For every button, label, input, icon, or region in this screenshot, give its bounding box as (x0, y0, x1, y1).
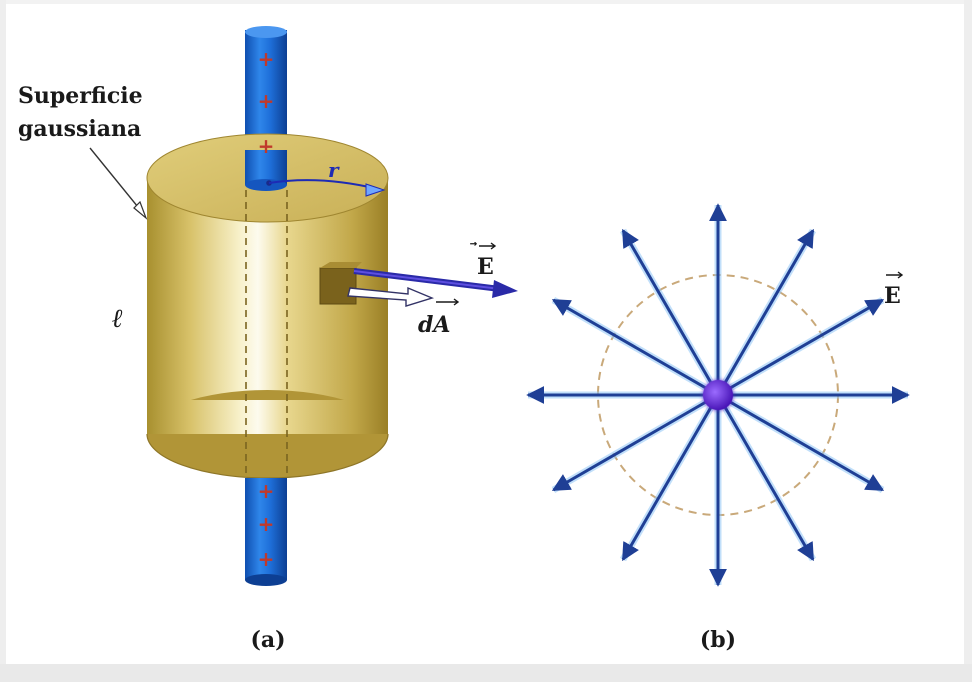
field-line (717, 298, 885, 397)
charge-plus: + (258, 479, 275, 503)
frame-top (0, 0, 972, 4)
charge-plus: + (258, 134, 275, 158)
charged-rod-bottom (245, 478, 287, 586)
frame-right (964, 0, 972, 682)
field-e-label-b: E (884, 283, 901, 309)
charge-plus: + (258, 512, 275, 536)
field-line (621, 228, 720, 396)
caption-b: (b) (700, 627, 736, 653)
field-e-label-a: E (477, 254, 494, 280)
panel-b: E (b) (526, 203, 910, 653)
radius-arrow: r (266, 158, 386, 197)
field-line (551, 393, 719, 492)
surface-label-line2: gaussiana (18, 116, 141, 142)
field-line (621, 394, 720, 562)
charge-plus: + (258, 47, 275, 71)
area-vector-arrow: dA (347, 286, 460, 338)
surface-label-line1: Superficie (18, 83, 143, 109)
panel-a: + + + + + + r E ⃗ (18, 26, 518, 653)
rod-charges: + + + + + + (258, 47, 275, 571)
area-label: dA (418, 312, 450, 338)
line-charge-center (703, 380, 733, 410)
field-line (716, 394, 815, 562)
frame-left (0, 0, 6, 682)
field-line (717, 393, 885, 492)
charge-plus: + (258, 89, 275, 113)
gaussian-surface-callout: Superficie gaussiana (18, 83, 148, 220)
gaussian-cylinder (146, 133, 389, 479)
radial-field-lines (526, 203, 910, 587)
bottom-band (0, 664, 972, 682)
vector-arrow-symbol: ⃗ (470, 242, 478, 246)
field-line (716, 228, 815, 396)
caption-a: (a) (250, 627, 285, 653)
field-line (551, 298, 719, 397)
radius-label: r (328, 158, 340, 182)
length-label: ℓ (112, 304, 123, 334)
charge-plus: + (258, 547, 275, 571)
